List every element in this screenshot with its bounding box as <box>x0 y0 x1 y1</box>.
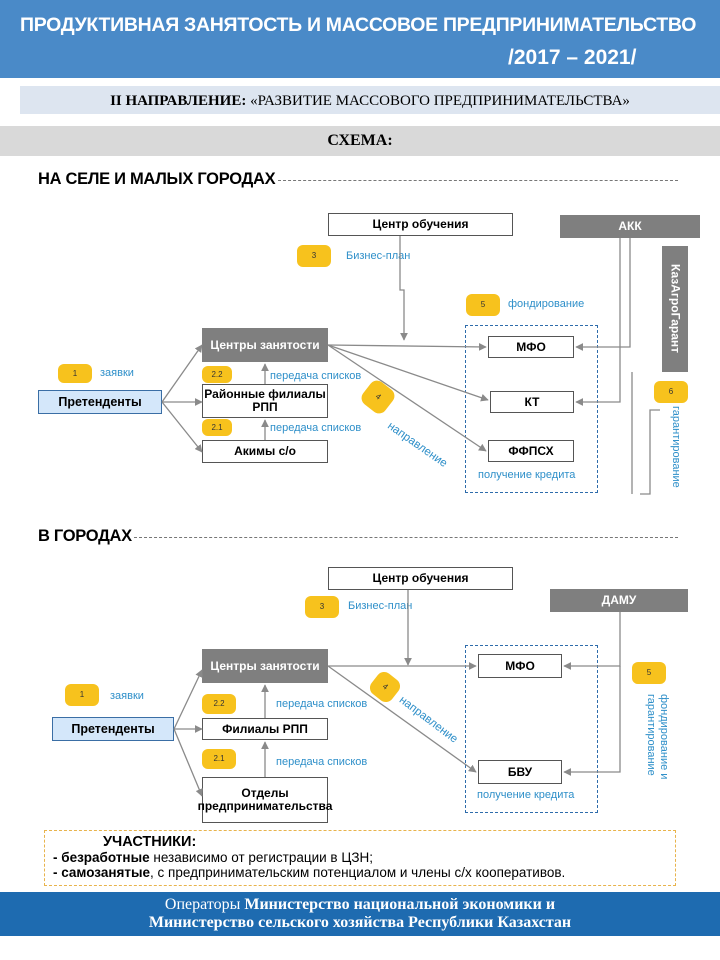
urban-training-center: Центр обучения <box>328 567 513 590</box>
page-title: ПРОДУКТИВНАЯ ЗАНЯТОСТЬ И МАССОВОЕ ПРЕДПР… <box>20 14 697 36</box>
participants-line-2-bold: - самозанятые <box>53 865 151 880</box>
direction-label: II НАПРАВЛЕНИЕ: <box>110 93 247 109</box>
urban-damu-box: ДАМУ <box>550 589 688 612</box>
urban-step3-label: Бизнес-план <box>348 600 413 612</box>
rural-step1-badge: 1 <box>58 364 92 383</box>
rural-applicants: Претенденты <box>38 390 162 414</box>
urban-employment-centers: Центры занятости <box>202 649 328 683</box>
footer-prefix: Операторы <box>164 896 245 913</box>
urban-step21-badge: 2.1 <box>202 749 236 769</box>
rural-step5-label: фондирование <box>508 298 585 310</box>
rural-step4-badge: 4 <box>358 377 398 417</box>
urban-step22-badge: 2.2 <box>202 694 236 714</box>
participants-title: УЧАСТНИКИ <box>103 834 192 850</box>
rural-employment-centers: Центры занятости <box>202 328 328 362</box>
rural-step6-label: гарантирование <box>670 406 682 488</box>
urban-step4-label: направление <box>396 694 460 746</box>
urban-mfo-box: МФО <box>478 654 562 678</box>
rural-mfo-box: МФО <box>488 336 574 358</box>
rural-akims: Акимы с/о <box>202 440 328 463</box>
rural-arrow-centers-mfo <box>327 343 487 351</box>
rural-training-center: Центр обучения <box>328 213 513 236</box>
urban-step1-badge: 1 <box>65 684 99 706</box>
rural-step1-label: заявки <box>100 367 134 379</box>
urban-arrow-applicants-centers <box>173 669 203 730</box>
rural-step21-badge: 2.1 <box>202 419 232 436</box>
rural-step3-label: Бизнес-план <box>346 250 411 262</box>
urban-step5-badge: 5 <box>632 662 666 684</box>
years-label: /2017 – 2021/ <box>508 46 637 69</box>
urban-bvu-box: БВУ <box>478 760 562 784</box>
rural-step4-label: направление <box>385 420 450 470</box>
rural-step22-badge: 2.2 <box>202 366 232 383</box>
urban-step22-label: передача списков <box>276 698 368 710</box>
participants-line-1-text: независимо от регистрации в ЦЗН; <box>149 850 373 865</box>
rural-step22-label: передача списков <box>270 370 362 382</box>
participants-title-row: УЧАСТНИКИ: <box>103 834 197 850</box>
direction-name: «РАЗВИТИЕ МАССОВОГО ПРЕДПРИНИМАТЕЛЬСТВА» <box>246 93 630 109</box>
rural-divider <box>278 180 678 181</box>
participants-line-1-bold: - безработные <box>53 850 150 865</box>
participants-box: УЧАСТНИКИ: - безработные независимо от р… <box>44 830 676 886</box>
rural-step6-badge: 6 <box>654 381 688 403</box>
urban-applicants: Претенденты <box>52 717 174 741</box>
rural-ffpsh-box: ФФПСХ <box>488 440 574 462</box>
urban-step21-label: передача списков <box>276 756 368 768</box>
rural-arrow-applicants-akims <box>161 401 203 453</box>
rural-kazagrogarant-box: КазАгроГарант <box>662 246 688 372</box>
footer-line-1: Операторы Министерство национальной экон… <box>0 896 720 914</box>
participants-line-2: - самозанятые, с предпринимательским пот… <box>53 865 675 880</box>
kazagrogarant-label: КазАгроГарант <box>668 264 683 354</box>
urban-business-depts: Отделы предпринимательства <box>198 777 332 823</box>
urban-divider <box>134 537 678 538</box>
urban-credit-label: получение кредита <box>477 789 575 801</box>
urban-step1-label: заявки <box>110 690 144 702</box>
rural-arrow-applicants-centers <box>161 344 203 403</box>
rural-bracket-guarantee <box>640 409 660 495</box>
urban-step5-label: фондирование и гарантирование <box>645 694 670 780</box>
rural-akk-box: АКК <box>560 215 700 238</box>
rural-step21-label: передача списков <box>270 422 362 434</box>
footer-ministry-2: Министерство сельского хозяйства Республ… <box>148 914 572 931</box>
participants-line-2-text: , с предпринимательским потенциалом и чл… <box>150 865 566 880</box>
rural-credit-label: получение кредита <box>478 469 576 481</box>
rural-kt-box: КТ <box>490 391 574 413</box>
rural-section-title: НА СЕЛЕ И МАЛЫХ ГОРОДАХ <box>38 170 276 188</box>
footer-ministry-1: Министерство национальной экономики и <box>244 896 556 913</box>
scheme-title: СХЕМА: <box>0 126 720 156</box>
rural-step3-badge: 3 <box>297 245 331 267</box>
urban-section-title: В ГОРОДАХ <box>38 527 132 545</box>
rural-rpp-branches: Районные филиалы РПП <box>202 384 328 418</box>
urban-rpp-branches: Филиалы РПП <box>202 718 328 740</box>
page-header: ПРОДУКТИВНАЯ ЗАНЯТОСТЬ И МАССОВОЕ ПРЕДПР… <box>0 0 720 78</box>
rural-step5-badge: 5 <box>466 294 500 316</box>
urban-step4-badge: 4 <box>366 668 404 706</box>
direction-bar: II НАПРАВЛЕНИЕ: «РАЗВИТИЕ МАССОВОГО ПРЕД… <box>20 86 720 116</box>
footer-operators: Операторы Министерство национальной экон… <box>0 892 720 936</box>
urban-arrow-applicants-depts <box>173 728 203 797</box>
urban-step3-badge: 3 <box>305 596 339 618</box>
footer-line-2: Министерство сельского хозяйства Республ… <box>0 914 720 932</box>
participants-line-1: - безработные независимо от регистрации … <box>53 850 675 865</box>
